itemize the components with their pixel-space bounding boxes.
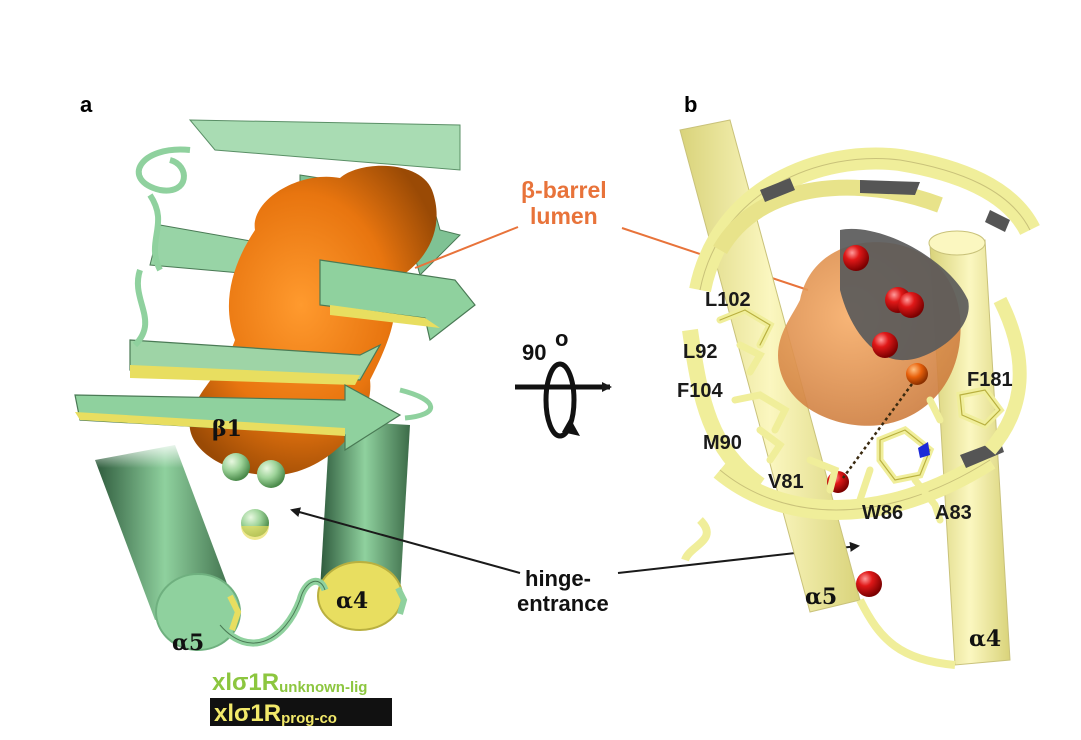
svg-text:β-barrel: β-barrel	[521, 177, 607, 203]
beta1-label: β1	[212, 416, 242, 442]
residue-label: V81	[768, 471, 804, 493]
panel-label-b: b	[684, 92, 697, 117]
svg-text:o: o	[555, 326, 568, 351]
legend-green: xlσ1Runknown-lig	[212, 669, 367, 696]
svg-text:hinge-: hinge-	[525, 566, 591, 591]
alpha4-label-a: α4	[336, 588, 368, 614]
panel-b-structure	[679, 119, 1040, 669]
svg-text:lumen: lumen	[530, 203, 598, 229]
water-sphere-1	[222, 453, 250, 481]
residue-label: L102	[705, 289, 751, 311]
rotation-symbol: 90 o	[515, 326, 612, 439]
hinge-arrow-a	[290, 507, 521, 574]
helix-alpha4-a	[320, 420, 410, 595]
orange-sphere	[906, 363, 928, 385]
alpha4-label-b: α4	[969, 626, 1001, 652]
red-sphere-3	[898, 292, 924, 318]
alpha5-label-a: α5	[172, 630, 204, 656]
svg-text:entrance: entrance	[517, 591, 609, 616]
red-sphere-6	[856, 571, 882, 597]
lumen-pointer-a	[414, 226, 519, 269]
residue-label: W86	[862, 502, 903, 524]
panel-label-a: a	[80, 92, 93, 117]
red-sphere-4	[872, 332, 898, 358]
residue-label: F181	[967, 369, 1013, 391]
residue-label: F104	[677, 380, 723, 402]
legend-yellow: xlσ1Rprog-co	[214, 700, 337, 727]
alpha5-label-b: α5	[805, 584, 837, 610]
legend-yellow-bg	[210, 698, 392, 726]
residue-label: A83	[935, 502, 972, 524]
legend: xlσ1Runknown-lig xlσ1Rprog-co	[210, 669, 392, 727]
residue-label: M90	[703, 432, 742, 454]
residue-label: L92	[683, 341, 717, 363]
red-sphere-1	[843, 245, 869, 271]
svg-text:90: 90	[522, 340, 546, 365]
hinge-entrance-label: hinge- entrance	[517, 566, 609, 616]
residue-labels: L102 L92 F104 M90 V81 W86 A83 F181	[677, 289, 1013, 524]
distance-line	[841, 383, 914, 479]
panel-a-structure	[74, 119, 476, 651]
water-sphere-2	[257, 460, 285, 488]
beta-barrel-label: β-barrel lumen	[521, 177, 607, 229]
